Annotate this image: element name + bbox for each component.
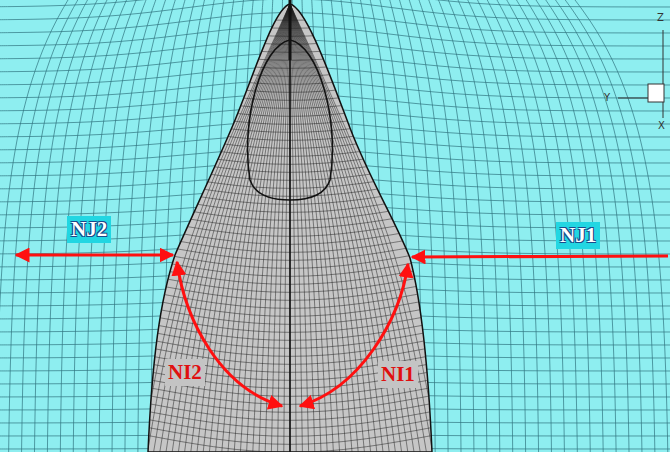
axis-label: X — [658, 120, 665, 131]
label-text: NJ1 — [560, 223, 596, 248]
label-text: Y — [604, 92, 610, 103]
direction-label: NJ2 — [67, 216, 111, 243]
label-text: NI2 — [168, 360, 202, 385]
axis-label: Y — [604, 92, 610, 103]
label-text: X — [658, 120, 665, 131]
axis-x — [663, 102, 664, 118]
nj2-arrow — [16, 254, 173, 257]
label-text: Z — [657, 12, 664, 23]
direction-label: NI1 — [378, 361, 418, 388]
axis-y — [618, 98, 650, 99]
nj1-arrow — [412, 256, 668, 257]
label-text: NJ2 — [71, 217, 107, 242]
direction-label: NI2 — [165, 359, 205, 386]
direction-label: NJ1 — [556, 222, 600, 249]
axis-origin — [648, 84, 664, 102]
stem-line — [289, 0, 292, 60]
label-text: NI1 — [381, 362, 415, 387]
center-line — [289, 0, 291, 452]
axis-label: Z — [657, 12, 664, 23]
